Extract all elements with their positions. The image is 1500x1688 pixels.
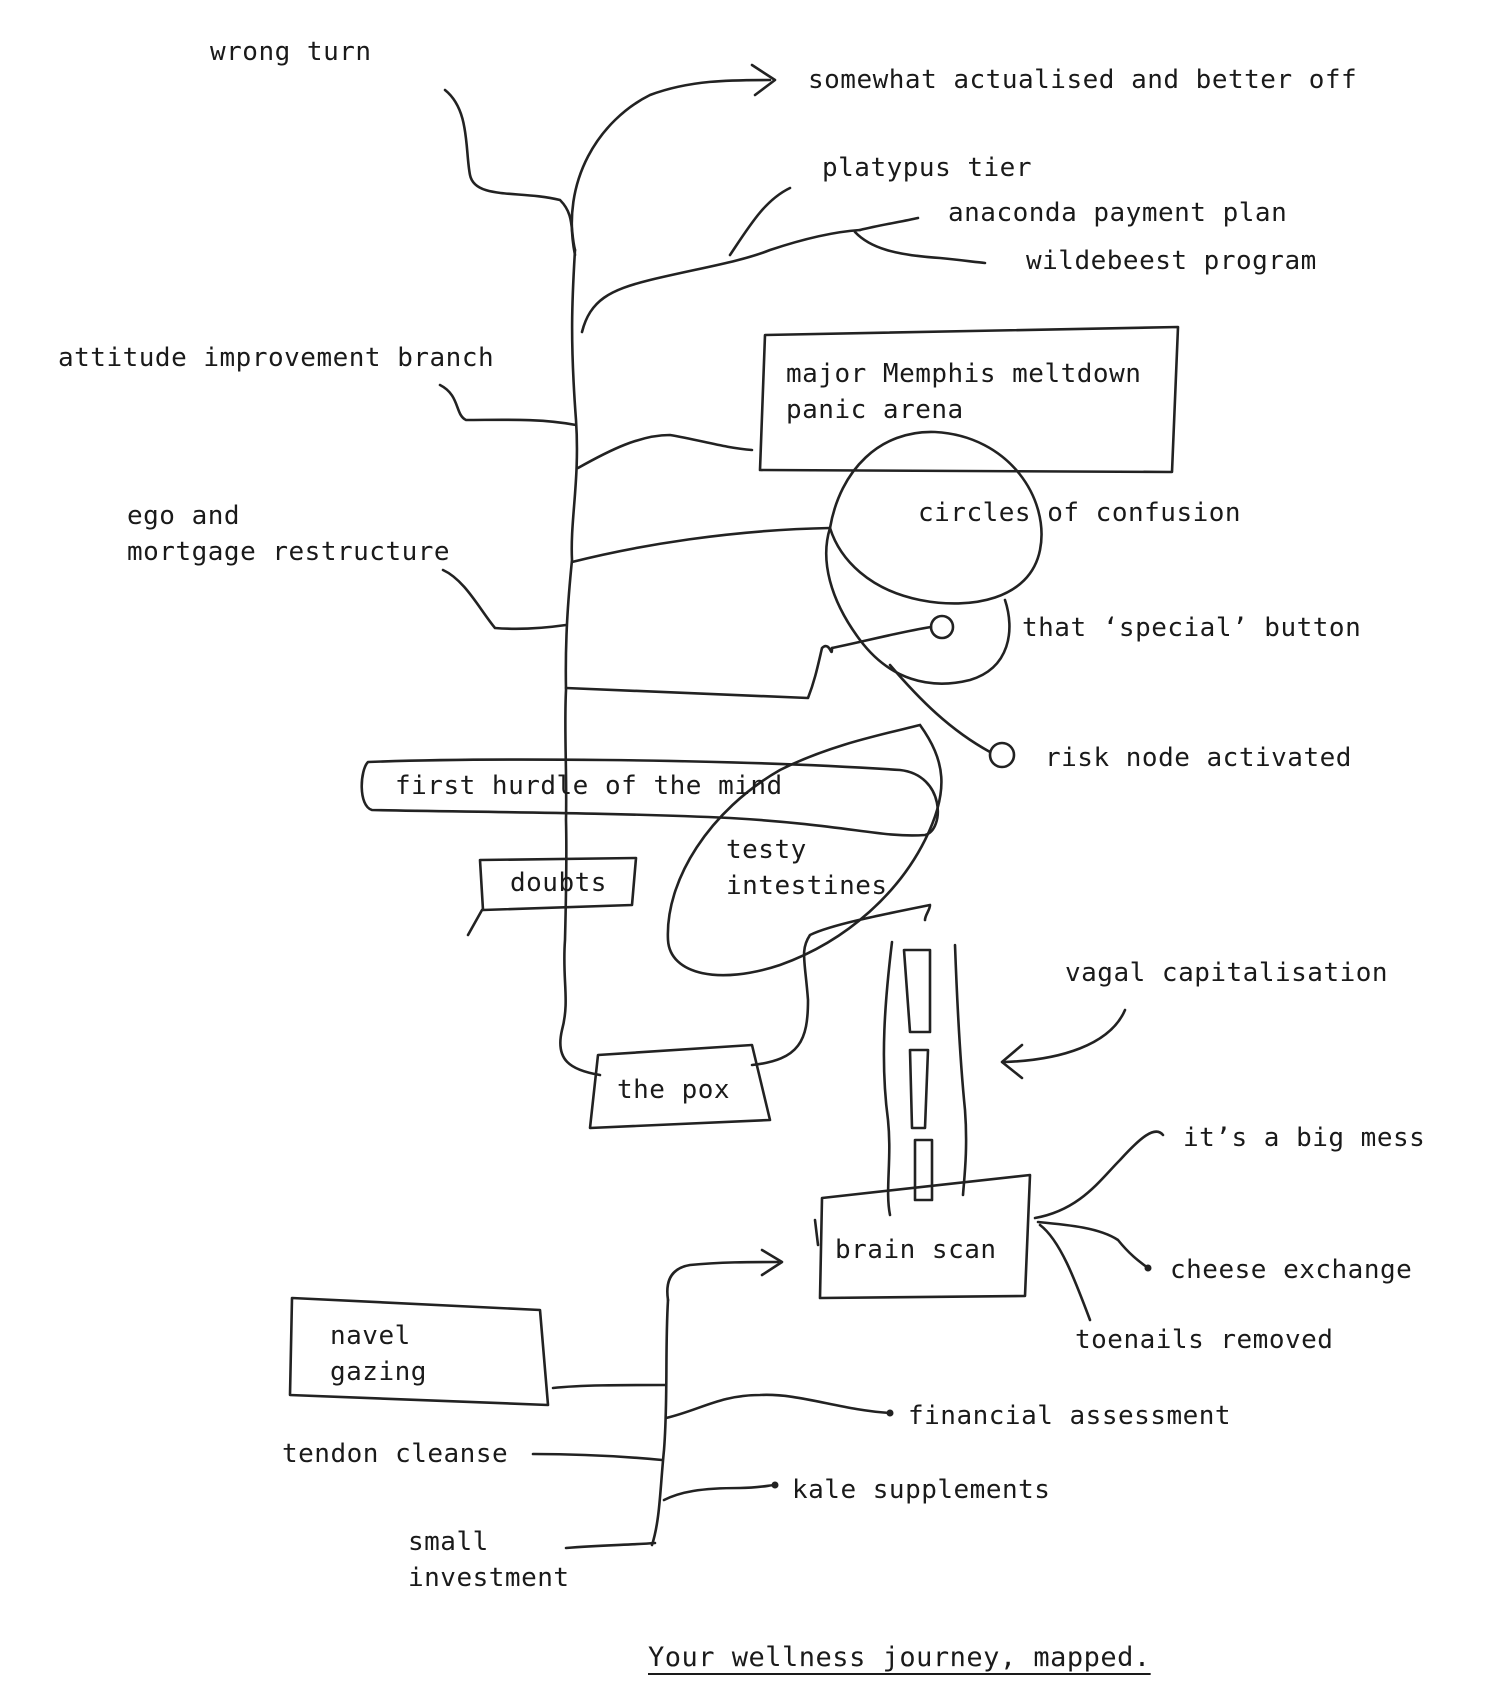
connector-anaconda <box>858 216 920 232</box>
label-tendon-cleanse: tendon cleanse <box>282 1439 509 1469</box>
column-slot-mid <box>908 1048 930 1130</box>
connector-tendon <box>531 1452 664 1462</box>
diagram-caption: Your wellness journey, mapped. <box>648 1642 1151 1673</box>
connector-toenails <box>1038 1223 1092 1322</box>
column-slot-bottom <box>913 1138 934 1202</box>
column-slot-top <box>902 948 932 1034</box>
circles-of-confusion-shape <box>828 430 1043 605</box>
connector-kale <box>662 1483 777 1502</box>
connector-navel <box>551 1383 668 1390</box>
bottom-stem <box>650 1298 670 1547</box>
label-doubts: doubts <box>510 868 607 898</box>
label-financial-assessment: financial assessment <box>908 1401 1232 1431</box>
column-left <box>882 940 894 1217</box>
label-platypus-tier: platypus tier <box>822 153 1032 183</box>
connector-memphis <box>576 433 754 470</box>
label-cheese-exchange: cheese exchange <box>1170 1255 1413 1285</box>
arrowhead-vagal <box>1000 1043 1024 1080</box>
risk-node <box>988 741 1016 769</box>
connector-special-button <box>830 625 933 650</box>
doubts-tail <box>466 908 484 937</box>
connector-circles <box>570 526 832 564</box>
label-ego-mortgage: ego and mortgage restructure <box>127 501 451 567</box>
label-attitude-branch: attitude improvement branch <box>58 343 495 373</box>
connector-wrong-turn <box>443 88 577 252</box>
first-hurdle-box <box>360 758 939 837</box>
label-risk-node: risk node activated <box>1045 743 1352 773</box>
label-toenails-removed: toenails removed <box>1075 1325 1334 1355</box>
navel-gazing-box <box>288 1296 550 1407</box>
label-the-pox: the pox <box>617 1075 731 1105</box>
label-kale-supplements: kale supplements <box>792 1475 1051 1505</box>
connector-attitude <box>438 383 578 427</box>
label-vagal-cap: vagal capitalisation <box>1065 958 1389 988</box>
testy-intestines-shape <box>666 723 943 977</box>
label-first-hurdle: first hurdle of the mind <box>395 771 783 801</box>
column-right <box>953 943 968 1197</box>
connector-pox-intestines <box>750 903 932 1067</box>
connector-ego <box>441 568 568 631</box>
memphis-box <box>758 325 1180 474</box>
label-big-mess: it’s a big mess <box>1183 1123 1426 1153</box>
label-circles-confusion: circles of confusion <box>918 498 1242 528</box>
arrowhead-brain-scan <box>760 1248 784 1277</box>
connector-brain-scan <box>666 1260 780 1302</box>
connector-wildebeest <box>853 230 987 265</box>
label-memphis-meltdown: major Memphis meltdown panic arena <box>786 359 1142 425</box>
connector-actualised <box>570 78 772 257</box>
connector-risk-node <box>888 663 992 754</box>
connector-financial <box>664 1393 892 1420</box>
arrowhead-actualised <box>750 63 777 97</box>
connector-lower-branch <box>564 644 834 700</box>
label-somewhat-actualised: somewhat actualised and better off <box>808 65 1358 95</box>
label-small-investment: small investment <box>408 1527 570 1593</box>
doubts-box <box>478 856 638 912</box>
the-pox-box <box>588 1043 772 1130</box>
connector-vagal <box>1003 1008 1127 1064</box>
label-wildebeest-program: wildebeest program <box>1026 246 1317 276</box>
label-wrong-turn: wrong turn <box>210 37 372 67</box>
special-button-loop <box>824 526 1011 685</box>
special-button-node <box>929 614 955 640</box>
brain-scan-box <box>818 1173 1032 1300</box>
connector-small-investment <box>564 1541 657 1550</box>
label-anaconda-plan: anaconda payment plan <box>948 198 1288 228</box>
connector-big-mess <box>1033 1130 1165 1220</box>
label-brain-scan: brain scan <box>835 1235 997 1265</box>
connector-cheese-exchange <box>1036 1220 1150 1270</box>
label-special-button: that ‘special’ button <box>1022 613 1362 643</box>
brain-scan-tick <box>813 1218 820 1247</box>
label-testy-intestines: testy intestines <box>726 835 888 901</box>
main-trunk <box>559 248 602 1077</box>
connector-platypus-group <box>580 228 862 334</box>
connector-platypus <box>728 186 792 257</box>
label-navel-gazing: navel gazing <box>330 1321 427 1387</box>
